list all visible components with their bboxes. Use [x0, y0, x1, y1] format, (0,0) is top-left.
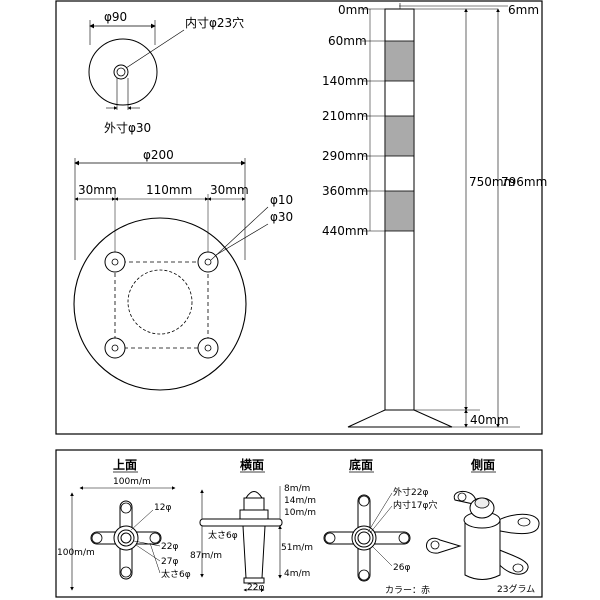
bottom-view-color-label: カラー：赤 [385, 585, 430, 596]
large-base-center-span-label: 110mm [146, 183, 192, 197]
pole-drawing [347, 3, 520, 428]
top-view-d22-label: 22φ [161, 542, 178, 552]
large-base-hole-small-label: φ10 [270, 193, 293, 207]
bottom-view-drawing [323, 492, 411, 582]
pole-total-height-label: 796mm [501, 175, 547, 189]
small-base-diameter-label: φ90 [104, 10, 127, 24]
header-top-view: 上面 [113, 457, 137, 472]
header-perspective-view: 側面 [470, 457, 495, 472]
bottom-view-inner-label: 内寸17φ穴 [393, 499, 437, 511]
pole-top-label: 0mm [338, 3, 369, 17]
top-view-width-label: 100m/m [113, 477, 151, 487]
pole-base-height-label: 40mm [470, 413, 509, 427]
side-view-h8-label: 8m/m [284, 484, 310, 494]
pole-height-label: 750mm [469, 175, 515, 189]
top-view-thick-label: 太さ6φ [161, 568, 191, 580]
bottom-view-d26-label: 26φ [393, 563, 410, 573]
bottom-view-outer-label: 外寸22φ [393, 486, 428, 498]
large-base-hole-large-label: φ30 [270, 210, 293, 224]
pole-mark-440: 440mm [322, 224, 368, 238]
small-base-inner-hole-label: 内寸φ23穴 [185, 15, 244, 30]
top-view-d12-label: 12φ [154, 503, 171, 513]
side-view-h4-label: 4m/m [284, 569, 310, 579]
large-base-left-margin-label: 30mm [78, 183, 117, 197]
side-view-thick-label: 太さ6φ [208, 529, 238, 541]
pole-cap-label: 6mm [508, 3, 539, 17]
large-base-diameter-label: φ200 [143, 148, 174, 162]
side-view-h10-label: 10m/m [284, 508, 316, 518]
side-view-h51-label: 51m/m [281, 543, 313, 553]
upper-panel-frame [55, 0, 543, 435]
header-side-view: 横面 [240, 457, 264, 472]
side-view-h87-label: 87m/m [190, 551, 222, 561]
large-base-drawing [73, 158, 269, 391]
pole-mark-210: 210mm [322, 109, 368, 123]
side-view-drawing [199, 486, 283, 592]
small-base-drawing [88, 20, 185, 110]
top-view-height-label: 100m/m [57, 548, 95, 558]
pole-mark-290: 290mm [322, 149, 368, 163]
pole-mark-360: 360mm [322, 184, 368, 198]
lower-panel-frame [55, 449, 543, 598]
large-base-right-margin-label: 30mm [210, 183, 249, 197]
pole-mark-140: 140mm [322, 74, 368, 88]
side-view-h14-label: 14m/m [284, 496, 316, 506]
top-view-drawing [70, 486, 176, 591]
perspective-weight-label: 23グラム [497, 583, 535, 595]
header-bottom-view: 底面 [349, 457, 373, 472]
side-view-d22-label: 22φ [247, 583, 264, 593]
top-view-d27-label: 27φ [161, 557, 178, 567]
pole-mark-60: 60mm [328, 34, 367, 48]
perspective-view-drawing [426, 491, 540, 580]
small-base-outer-label: 外寸φ30 [104, 121, 151, 135]
